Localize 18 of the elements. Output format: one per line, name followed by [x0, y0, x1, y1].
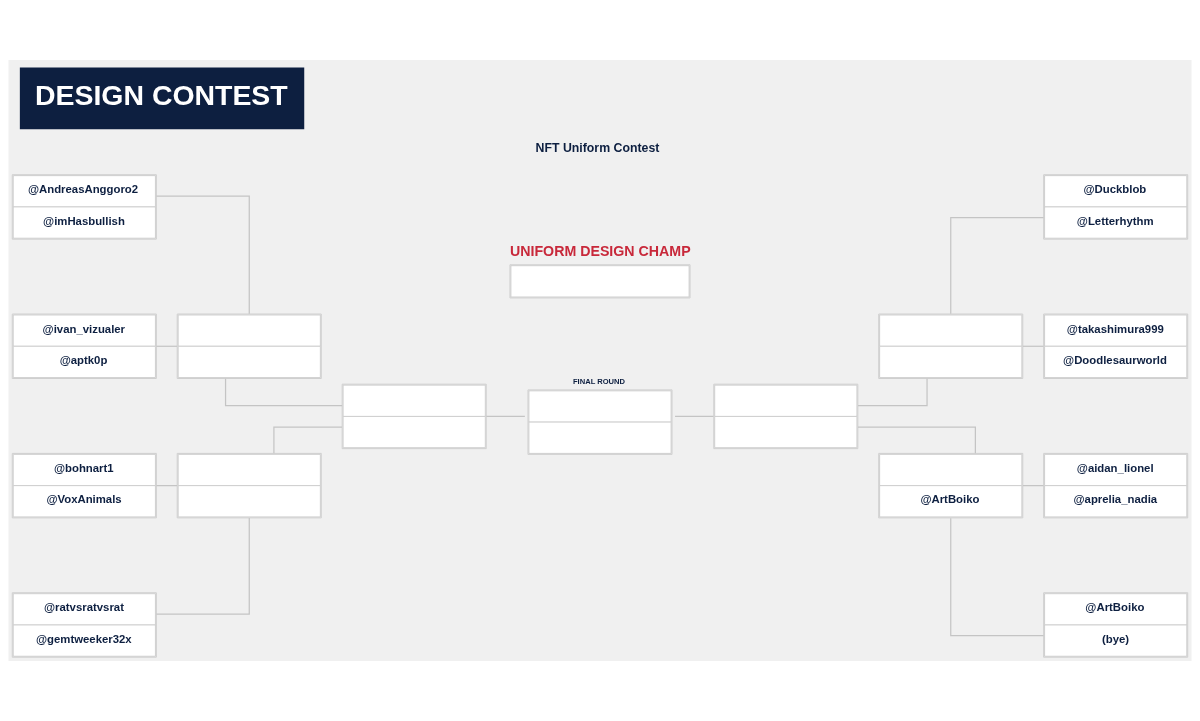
connector — [1022, 485, 1045, 487]
label: NFT Uniform Contest — [535, 141, 660, 156]
connector — [1022, 345, 1045, 347]
connector — [155, 485, 178, 487]
connector — [950, 217, 1045, 315]
connector — [155, 195, 250, 315]
diagram-title: DESIGN CONTEST — [35, 79, 288, 112]
connector — [155, 517, 250, 615]
node-label: UNIFORM DESIGN CHAMP — [509, 243, 691, 260]
node-label: FINAL ROUND — [572, 376, 626, 386]
connector — [674, 415, 715, 418]
connector — [155, 345, 178, 347]
connector — [224, 378, 343, 407]
connector — [857, 378, 928, 407]
connector — [485, 415, 526, 418]
connector — [950, 517, 1045, 637]
connector — [273, 426, 343, 454]
connector — [857, 426, 976, 454]
